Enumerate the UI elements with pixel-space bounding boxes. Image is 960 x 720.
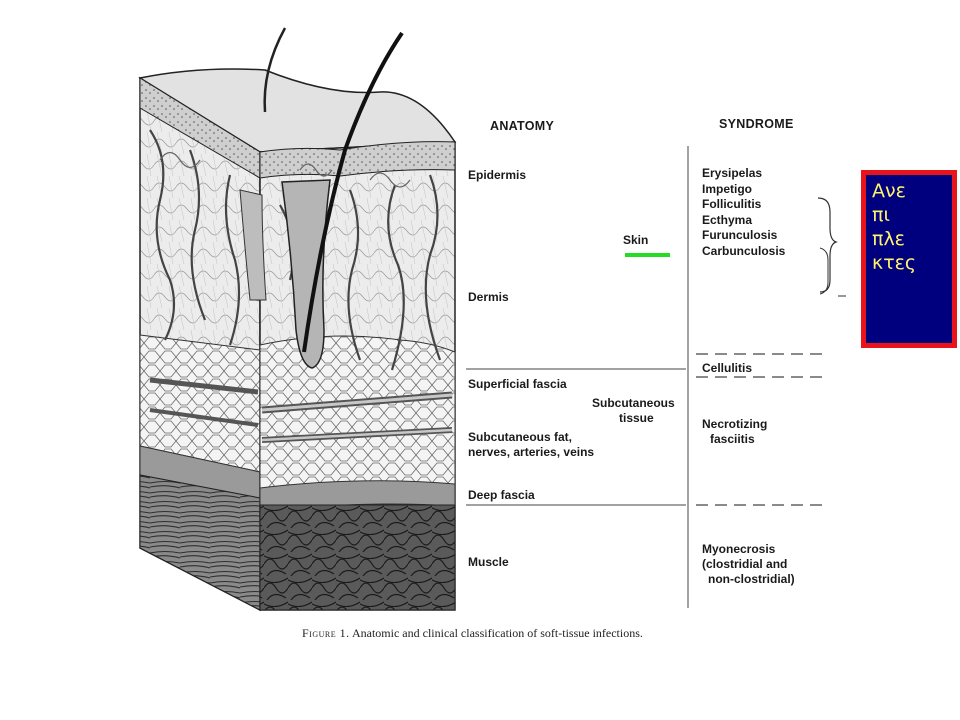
syndrome-myonecrosis-1: Myonecrosis	[702, 542, 776, 556]
syndrome-skin-list: Erysipelas Impetigo Folliculitis Ecthyma…	[702, 166, 785, 259]
syndrome-ecthyma: Ecthyma	[702, 212, 753, 227]
greek-line-4: κτες	[872, 252, 917, 274]
label-skin: Skin	[623, 233, 649, 247]
syndrome-header: SYNDROME	[719, 117, 794, 131]
label-subcutaneous-fat-2: nerves, arteries, veins	[468, 445, 595, 459]
label-subcutaneous-fat-1: Subcutaneous fat,	[468, 430, 573, 444]
figure-caption-text: Anatomic and clinical classification of …	[351, 626, 643, 640]
syndrome-erysipelas: Erysipelas	[702, 166, 763, 180]
greek-line-3: πλε	[872, 228, 905, 250]
label-epidermis: Epidermis	[468, 168, 527, 182]
greek-line-2: πι	[872, 204, 890, 226]
syndrome-myonecrosis-2: (clostridial and	[702, 557, 788, 571]
label-muscle: Muscle	[468, 555, 509, 569]
skin-marker-bar	[625, 253, 670, 257]
label-dermis: Dermis	[468, 290, 509, 304]
label-superficial-fascia: Superficial fascia	[468, 377, 567, 391]
syndrome-cellulitis: Cellulitis	[702, 361, 753, 375]
figure-caption: Figure 1. Anatomic and clinical classifi…	[302, 626, 643, 641]
greek-line-1: Ανε	[872, 180, 906, 202]
syndrome-necrotizing-1: Necrotizing	[702, 417, 768, 431]
label-subcutaneous-tissue-1: Subcutaneous	[592, 396, 675, 410]
figure-number: Figure 1.	[302, 626, 350, 640]
greek-annotation-box: Ανε πι πλε κτες	[861, 170, 957, 348]
label-deep-fascia: Deep fascia	[468, 488, 535, 502]
syndrome-myonecrosis-3: non-clostridial)	[708, 572, 795, 586]
label-subcutaneous-tissue-2: tissue	[619, 411, 654, 425]
syndrome-impetigo: Impetigo	[702, 181, 752, 196]
syndrome-carbunculosis: Carbunculosis	[702, 243, 786, 258]
anatomy-header: ANATOMY	[490, 119, 555, 133]
syndrome-furunculosis: Furunculosis	[702, 228, 778, 242]
syndrome-folliculitis: Folliculitis	[702, 197, 762, 211]
syndrome-necrotizing-2: fasciitis	[710, 432, 755, 446]
